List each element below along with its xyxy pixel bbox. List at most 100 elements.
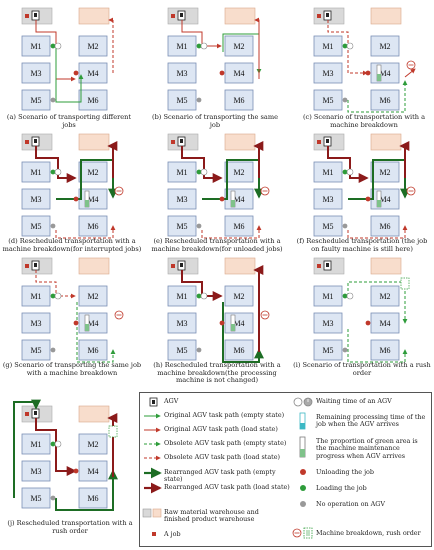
path-rearranged-empty xyxy=(13,399,41,498)
job-square xyxy=(317,264,321,268)
machine-label: M6 xyxy=(87,346,98,355)
machine-label: M2 xyxy=(233,168,244,177)
machine-label: M3 xyxy=(322,69,333,78)
legend-job: A job xyxy=(164,530,181,538)
maintenance-progress-icon xyxy=(84,314,90,332)
path-rearranged-empty xyxy=(55,469,118,511)
machine-label: M1 xyxy=(176,168,187,177)
machine-m2 xyxy=(78,433,108,455)
legend-agv: AGV xyxy=(164,397,179,405)
machine-m4 xyxy=(78,62,108,84)
waiting-clock-icon xyxy=(54,440,62,448)
machine-m3 xyxy=(21,188,51,210)
machine-label: M3 xyxy=(176,319,187,328)
loading-dot-icon xyxy=(342,169,348,175)
machine-m1 xyxy=(313,161,343,183)
no-operation-dot-icon xyxy=(196,223,202,229)
no-operation-dot-icon xyxy=(300,501,306,507)
agv-icon xyxy=(31,408,40,419)
machine-label: M6 xyxy=(379,346,390,355)
path-rearranged-load xyxy=(253,265,264,352)
finished-warehouse xyxy=(224,7,256,25)
path-load xyxy=(108,17,114,73)
machine-m5 xyxy=(21,339,51,361)
breakdown-icon xyxy=(406,186,416,196)
machine-label: M4 xyxy=(87,195,98,204)
machine-m2 xyxy=(224,285,254,307)
machine-label: M6 xyxy=(87,96,98,105)
machine-label: M2 xyxy=(87,42,98,51)
machine-m3 xyxy=(21,460,51,482)
loading-dot-icon xyxy=(50,441,56,447)
legend-original-empty: Original AGV task path (empty state) xyxy=(164,411,285,419)
finished-warehouse xyxy=(224,133,256,151)
machine-label: M3 xyxy=(322,319,333,328)
job-square xyxy=(171,140,175,144)
machine-label: M3 xyxy=(30,319,41,328)
finished-warehouse xyxy=(78,405,110,423)
machine-m5 xyxy=(21,89,51,111)
waiting-clock-icon xyxy=(54,42,62,50)
caption-g: (g) Scenario of transporting the same jo… xyxy=(2,361,142,377)
waiting-clock-icon xyxy=(200,292,208,300)
path-rearranged-load xyxy=(107,141,118,178)
machine-label: M2 xyxy=(379,292,390,301)
no-operation-dot-icon xyxy=(196,97,202,103)
job-square xyxy=(317,14,321,18)
unloading-dot-icon xyxy=(219,70,225,76)
path-rearranged-load xyxy=(327,146,369,183)
machine-m1 xyxy=(21,285,51,307)
unloading-dot-icon xyxy=(73,196,79,202)
job-square xyxy=(25,412,29,416)
caption-a: (a) Scenario of transporting different j… xyxy=(6,113,132,129)
loading-dot-icon xyxy=(50,169,56,175)
machine-m5 xyxy=(21,487,51,509)
legend-no-operation: No operation on AGV xyxy=(316,500,385,508)
machine-m5 xyxy=(313,89,343,111)
waiting-clock-icon xyxy=(346,292,354,300)
agv-icon xyxy=(149,397,158,407)
machine-m1 xyxy=(167,161,197,183)
path-load xyxy=(347,225,408,239)
loading-dot-icon xyxy=(342,43,348,49)
breakdown-rush-icon xyxy=(292,527,313,539)
no-operation-dot-icon xyxy=(196,347,202,353)
waiting-clock-icon xyxy=(200,42,208,50)
machine-m5 xyxy=(167,339,197,361)
machine-label: M4 xyxy=(379,319,390,328)
finished-warehouse xyxy=(224,257,256,275)
loading-dot-icon xyxy=(342,293,348,299)
machine-m6 xyxy=(78,89,108,111)
no-operation-dot-icon xyxy=(50,347,56,353)
path-rearranged-load xyxy=(35,418,77,476)
path-empty xyxy=(347,80,408,113)
machine-label: M4 xyxy=(379,69,390,78)
machine-label: M1 xyxy=(30,42,41,51)
waiting-clock-icon xyxy=(200,168,208,176)
machine-m3 xyxy=(313,188,343,210)
legend-original-load: Original AGV task path (load state) xyxy=(164,425,278,433)
finished-warehouse xyxy=(370,257,402,275)
legend-symbols xyxy=(142,397,313,539)
machine-m1 xyxy=(167,35,197,57)
caption-j: (j) Rescheduled transportation with a ru… xyxy=(7,519,133,535)
path-load xyxy=(254,17,260,79)
machine-label: M1 xyxy=(322,292,333,301)
no-operation-dot-icon xyxy=(50,495,56,501)
agv-icon xyxy=(323,10,332,21)
machine-label: M3 xyxy=(30,69,41,78)
maintenance-progress-icon xyxy=(84,190,90,208)
unloading-dot-icon xyxy=(219,196,225,202)
no-operation-dot-icon xyxy=(342,347,348,353)
loading-dot-icon xyxy=(50,293,56,299)
machine-m4 xyxy=(78,460,108,482)
path-load xyxy=(404,68,416,78)
machine-m6 xyxy=(224,89,254,111)
unloading-dot-icon xyxy=(365,320,371,326)
caption-h: (h) Rescheduled transportation with a ma… xyxy=(153,361,281,385)
unloading-dot-icon xyxy=(365,70,371,76)
